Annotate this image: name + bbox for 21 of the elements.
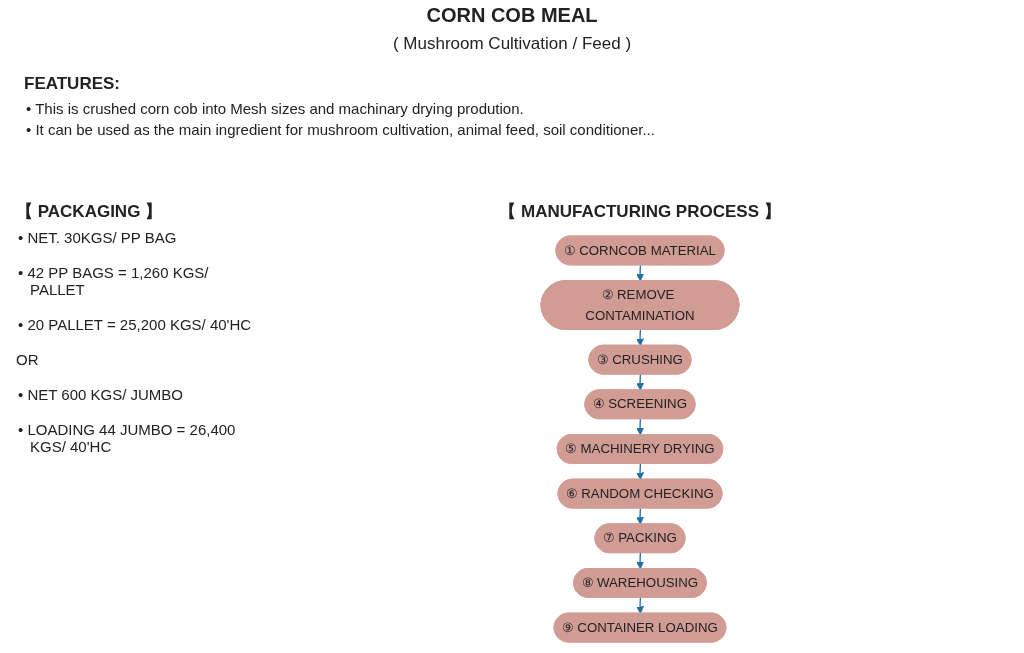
arrow bbox=[636, 507, 644, 525]
arrow bbox=[636, 418, 644, 436]
section-heading: 【 PACKAGING 】 bbox=[16, 201, 164, 223]
separator-text: OR bbox=[16, 351, 40, 368]
bullet-text: • NET 600 KGS/ JUMBO bbox=[17, 386, 185, 403]
arrow bbox=[636, 597, 644, 614]
arrow bbox=[636, 373, 644, 391]
arrow bbox=[636, 264, 644, 282]
arrow bbox=[636, 463, 644, 481]
bullet-text: • 42 PP BAGS = 1,260 KGS/ PALLET bbox=[17, 264, 210, 298]
arrow bbox=[636, 552, 644, 570]
title: CORN COB MEAL bbox=[425, 4, 599, 27]
bullet-text: • This is crushed corn cob into Mesh sizes and machinary drying prodution. bbox=[25, 100, 525, 117]
arrow bbox=[636, 329, 644, 347]
section-heading: FEATURES: bbox=[24, 74, 121, 94]
bullet-text: • It can be used as the main ingredient for mushroom cultivation, animal feed, soil conditioner... bbox=[25, 121, 656, 138]
bullet-text: • 20 PALLET = 25,200 KGS/ 40'HC bbox=[17, 316, 253, 333]
subtitle: ( Mushroom Cultivation / Feed ) bbox=[391, 34, 633, 54]
section-heading: 【 MANUFACTURING PROCESS 】 bbox=[498, 201, 782, 223]
bullet-text: • LOADING 44 JUMBO = 26,400 KGS/ 40'HC bbox=[17, 421, 237, 455]
bullet-text: • NET. 30KGS/ PP BAG bbox=[17, 229, 178, 246]
